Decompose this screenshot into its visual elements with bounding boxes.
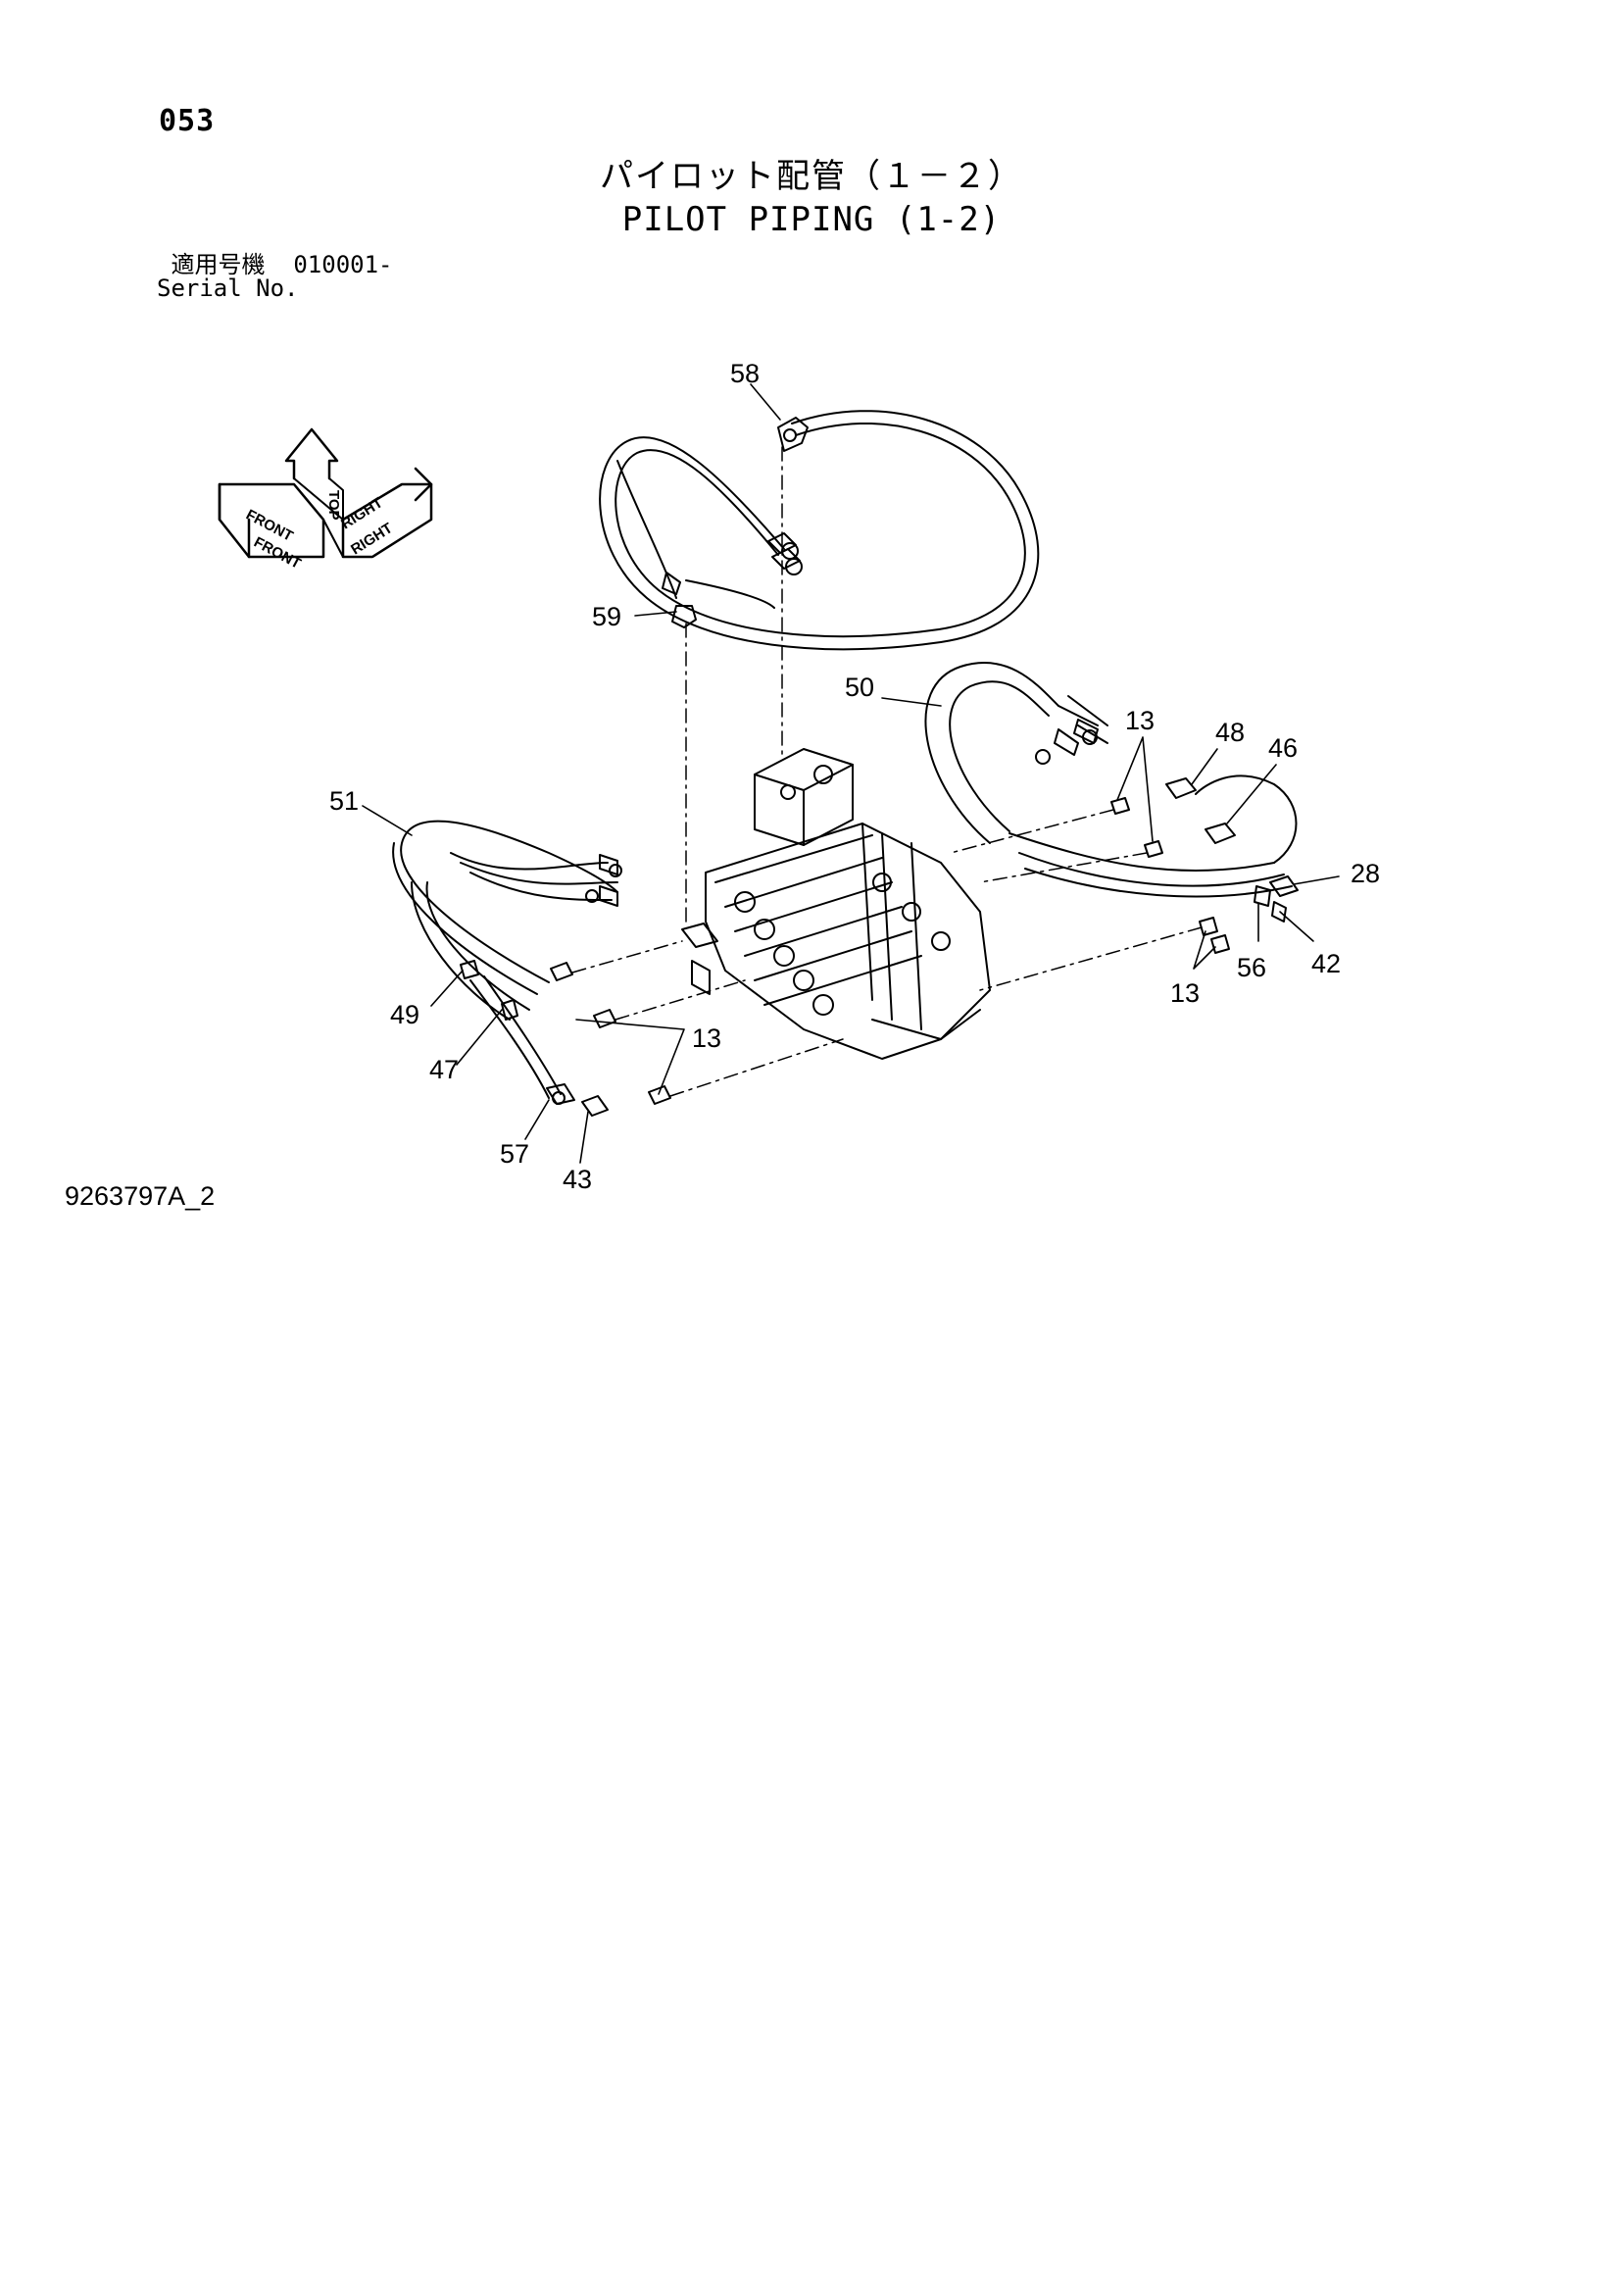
page-number: 053 <box>159 104 216 138</box>
callout-13-upper: 13 <box>1125 706 1155 735</box>
callout-labels: 58 59 50 13 48 46 51 28 56 42 13 49 13 4… <box>329 359 1380 1194</box>
drawing-code: 9263797A_2 <box>65 1181 216 1211</box>
fitting-48 <box>1165 777 1197 799</box>
fitting-42 <box>1271 901 1287 923</box>
callout-51: 51 <box>329 786 359 816</box>
fitting-46 <box>1205 823 1236 844</box>
fitting-49 <box>460 960 479 979</box>
callout-28: 28 <box>1351 859 1380 888</box>
callout-56: 56 <box>1237 953 1266 982</box>
callout-42: 42 <box>1311 949 1341 978</box>
hose-end-right-2 <box>1054 728 1079 756</box>
hose-end-left-2 <box>599 885 618 907</box>
hose-assembly-left <box>392 820 622 1117</box>
callout-46: 46 <box>1268 733 1298 763</box>
callout-58: 58 <box>730 359 760 388</box>
fitting-59 <box>671 605 697 628</box>
fitting-13-g <box>1210 934 1230 954</box>
fitting-43 <box>581 1095 609 1117</box>
hose-end-left-1 <box>599 854 618 875</box>
fitting-13-d <box>1110 797 1130 815</box>
leader-lines <box>362 383 1340 1164</box>
serial-block: 適用号機 010001- Serial No. <box>157 253 393 300</box>
callout-59: 59 <box>592 602 621 631</box>
control-valve-block <box>681 748 991 1060</box>
serial-value: 010001- <box>293 251 393 278</box>
assembly-center-lines <box>571 446 1203 1097</box>
fitting-28 <box>1269 875 1299 897</box>
orientation-arrow-up <box>284 427 339 480</box>
hose-assembly-right <box>924 662 1299 923</box>
fitting-group-13 <box>550 797 1230 1105</box>
serial-label-jp: 適用号機 <box>171 251 266 278</box>
callout-50: 50 <box>845 673 874 702</box>
callout-57: 57 <box>500 1139 529 1169</box>
hose-assembly-upper <box>599 410 1040 651</box>
fitting-13-a <box>550 962 573 981</box>
page-title-english: PILOT PIPING (1-2) <box>621 200 1002 239</box>
callout-43: 43 <box>563 1165 592 1194</box>
fitting-13-b <box>593 1009 616 1028</box>
serial-label-en: Serial No. <box>157 275 299 302</box>
callout-13-right: 13 <box>1170 978 1200 1008</box>
fitting-13-f <box>1199 917 1218 936</box>
callout-47: 47 <box>429 1055 459 1084</box>
fitting-13-c <box>648 1085 671 1105</box>
callout-13-left: 13 <box>692 1023 721 1053</box>
page-title-japanese: パイロット配管（１－２） <box>600 157 1023 196</box>
fitting-58 <box>777 417 809 452</box>
fitting-47 <box>501 999 518 1021</box>
orientation-label-front-lower: FRONT <box>251 534 304 573</box>
fitting-13-e <box>1144 840 1163 858</box>
orientation-label-top: TOP <box>325 490 342 521</box>
fitting-56 <box>1254 885 1271 907</box>
callout-49: 49 <box>390 1000 419 1029</box>
callout-48: 48 <box>1215 718 1245 747</box>
serial-row-jp: 適用号機 010001- <box>157 251 393 278</box>
orientation-marker: FRONT FRONT TOP RIGHT RIGHT <box>218 427 433 573</box>
